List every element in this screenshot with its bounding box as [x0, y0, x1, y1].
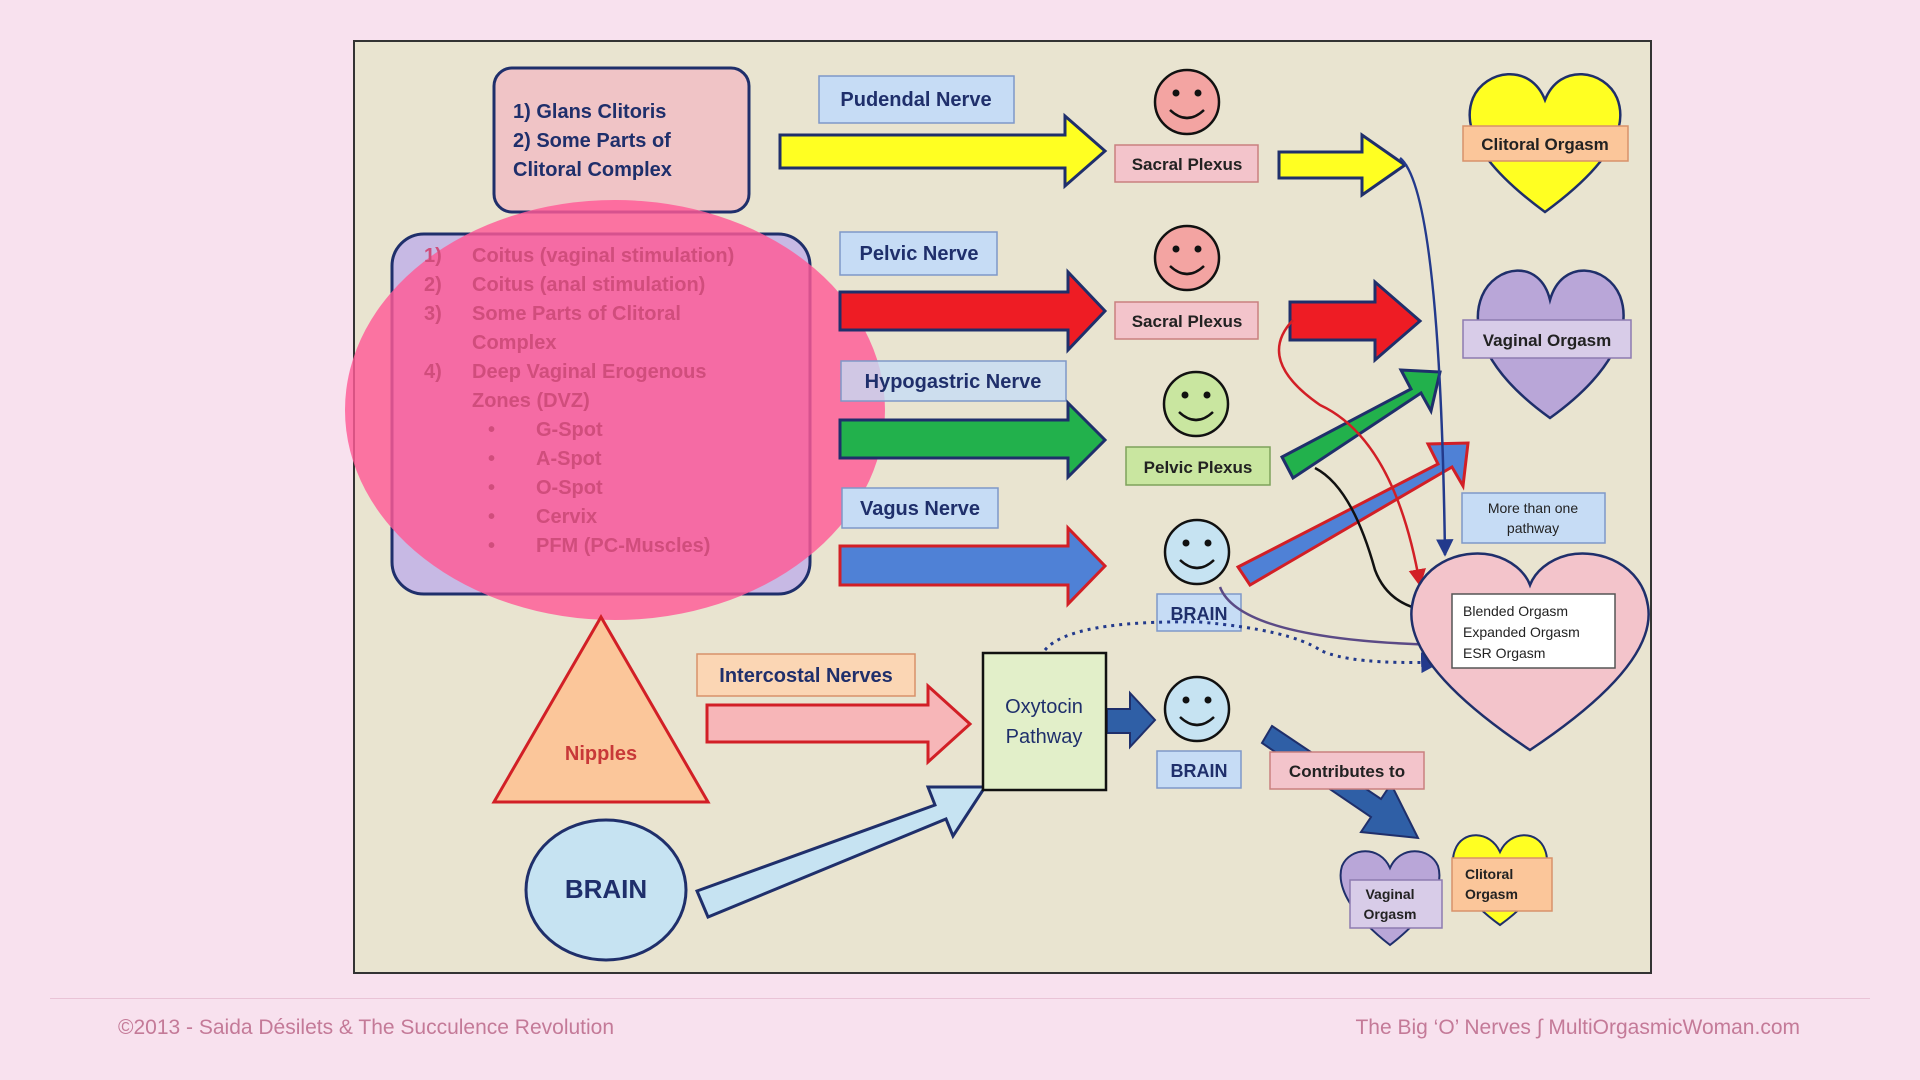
- source-line-1: 1) Glans Clitoris: [513, 101, 666, 123]
- pelvic-plexus-box: [1125, 446, 1271, 486]
- purple-connector: [1218, 586, 1442, 654]
- small-vaginal-line-1: Vaginal: [1365, 886, 1414, 902]
- clitoral-source-box: 1) Glans Clitoris 2) Some Parts of Clito…: [492, 66, 751, 214]
- brain-box-2: [1156, 750, 1242, 789]
- source-line-3: Clitoral Complex: [513, 159, 672, 181]
- bullet-a-spot: A-Spot: [536, 448, 602, 470]
- face-sacral-1: [1153, 68, 1221, 136]
- vaginal-source-list: 1) Coitus (vaginal stimulation) 2) Coitu…: [424, 245, 734, 557]
- more-than-one-line-2: pathway: [1507, 520, 1559, 536]
- vagus-nerve-label: Vagus Nerve: [860, 498, 980, 520]
- pelvic-plexus-label: Pelvic Plexus: [1144, 458, 1253, 477]
- clitoral-orgasm-heart: Clitoral Orgasm: [1462, 73, 1629, 214]
- face-sacral-2: [1153, 224, 1221, 292]
- brain-to-oxytocin-arrow: [695, 785, 988, 919]
- oxytocin-pathway-box: Oxytocin Pathway: [981, 651, 1108, 792]
- black-connector: [1314, 466, 1442, 621]
- pelvic-arrow: [838, 268, 1108, 354]
- list-text-4b: Zones (DVZ): [472, 390, 590, 412]
- pelvic-nerve-label: Pelvic Nerve: [860, 243, 979, 265]
- sacral-plexus-box-1: [1114, 144, 1259, 183]
- bullet-o-spot: O-Spot: [536, 477, 603, 499]
- pudendal-nerve-box: [818, 75, 1015, 124]
- vagus-arrow: [838, 524, 1108, 608]
- intercostal-nerves-box: [696, 653, 916, 697]
- footer-site: The Big ‘O’ Nerves ∫ MultiOrgasmicWoman.…: [1355, 1016, 1800, 1039]
- bullet-dot: •: [488, 506, 495, 528]
- brain-label-2: BRAIN: [1171, 761, 1228, 781]
- list-num-1: 1): [424, 245, 442, 267]
- oxytocin-line-1: Oxytocin: [1005, 696, 1083, 718]
- hypogastric-nerve-label: Hypogastric Nerve: [865, 371, 1042, 393]
- list-text-3a: Some Parts of Clitoral: [472, 303, 681, 325]
- face-pelvic: [1162, 370, 1230, 438]
- oxytocin-arrow: [1106, 690, 1157, 750]
- red-connector: [1277, 319, 1426, 587]
- contributes-to-box: [1269, 751, 1425, 790]
- bullet-dot: •: [488, 448, 495, 470]
- intercostal-nerves-label: Intercostal Nerves: [719, 665, 892, 687]
- list-text-3b: Complex: [472, 332, 556, 354]
- hypogastric-arrow: [838, 399, 1108, 481]
- list-num-4: 4): [424, 361, 442, 383]
- nipples-triangle: Nipples: [491, 614, 711, 804]
- sacral-plexus-label-1: Sacral Plexus: [1132, 155, 1243, 174]
- source-line-2: 2) Some Parts of: [513, 130, 671, 152]
- blended-orgasm-heart: Blended Orgasm Expanded Orgasm ESR Orgas…: [1410, 552, 1650, 752]
- list-text-4a: Deep Vaginal Erogenous: [472, 361, 707, 383]
- list-num-3: 3): [424, 303, 442, 325]
- small-clitoral-orgasm-heart: Clitoral Orgasm: [1451, 834, 1553, 927]
- bullet-dot: •: [488, 535, 495, 557]
- bullet-dot: •: [488, 477, 495, 499]
- green-diagonal-arrow: [1279, 368, 1442, 481]
- red-arrow-2: [1288, 278, 1423, 364]
- nipples-label: Nipples: [565, 743, 637, 765]
- footer-divider: [50, 998, 1870, 999]
- list-num-2: 2): [424, 274, 442, 296]
- list-text-1: Coitus (vaginal stimulation): [472, 245, 734, 267]
- footer-copyright: ©2013 - Saida Désilets & The Succulence …: [118, 1016, 615, 1039]
- yellow-arrow-2: [1277, 132, 1408, 198]
- blue-diagonal-arrow: [1235, 441, 1470, 588]
- hypogastric-nerve-box: [840, 360, 1067, 402]
- bullet-g-spot: G-Spot: [536, 419, 603, 441]
- clitoral-orgasm-label: Clitoral Orgasm: [1481, 135, 1609, 154]
- brain-source-label: BRAIN: [565, 874, 647, 904]
- contributes-to-label: Contributes to: [1289, 762, 1405, 781]
- list-text-2: Coitus (anal stimulation): [472, 274, 705, 296]
- sacral-plexus-label-2: Sacral Plexus: [1132, 312, 1243, 331]
- face-brain-2: [1163, 675, 1231, 743]
- bullet-pfm: PFM (PC-Muscles): [536, 535, 710, 557]
- more-than-one-box: [1461, 492, 1606, 544]
- small-vaginal-orgasm-heart: Vaginal Orgasm: [1339, 850, 1443, 947]
- pelvic-nerve-box: [839, 231, 998, 276]
- vagus-nerve-box: [841, 487, 999, 529]
- more-than-one-line-1: More than one: [1488, 500, 1578, 516]
- vaginal-orgasm-heart: Vaginal Orgasm: [1462, 269, 1632, 420]
- oxytocin-line-2: Pathway: [1006, 726, 1083, 748]
- brain-label-1: BRAIN: [1171, 604, 1228, 624]
- small-clitoral-line-2: Orgasm: [1465, 886, 1518, 902]
- face-brain-1: [1163, 518, 1231, 586]
- blended-line-3: ESR Orgasm: [1463, 645, 1545, 661]
- pudendal-nerve-label: Pudendal Nerve: [840, 89, 991, 111]
- small-clitoral-line-1: Clitoral: [1465, 866, 1513, 882]
- intercostal-arrow: [705, 682, 973, 766]
- pink-overlay-circle: [345, 200, 885, 620]
- blended-line-1: Blended Orgasm: [1463, 603, 1568, 619]
- small-vaginal-line-2: Orgasm: [1364, 906, 1417, 922]
- navy-connector: [1399, 157, 1454, 557]
- blended-line-2: Expanded Orgasm: [1463, 624, 1580, 640]
- pudendal-arrow: [778, 112, 1108, 190]
- dotted-connector: [1043, 620, 1443, 674]
- brain-source-circle: BRAIN: [524, 818, 688, 962]
- bullet-cervix: Cervix: [536, 506, 597, 528]
- vaginal-orgasm-label: Vaginal Orgasm: [1483, 331, 1612, 350]
- sacral-plexus-box-2: [1114, 301, 1259, 340]
- bullet-dot: •: [488, 419, 495, 441]
